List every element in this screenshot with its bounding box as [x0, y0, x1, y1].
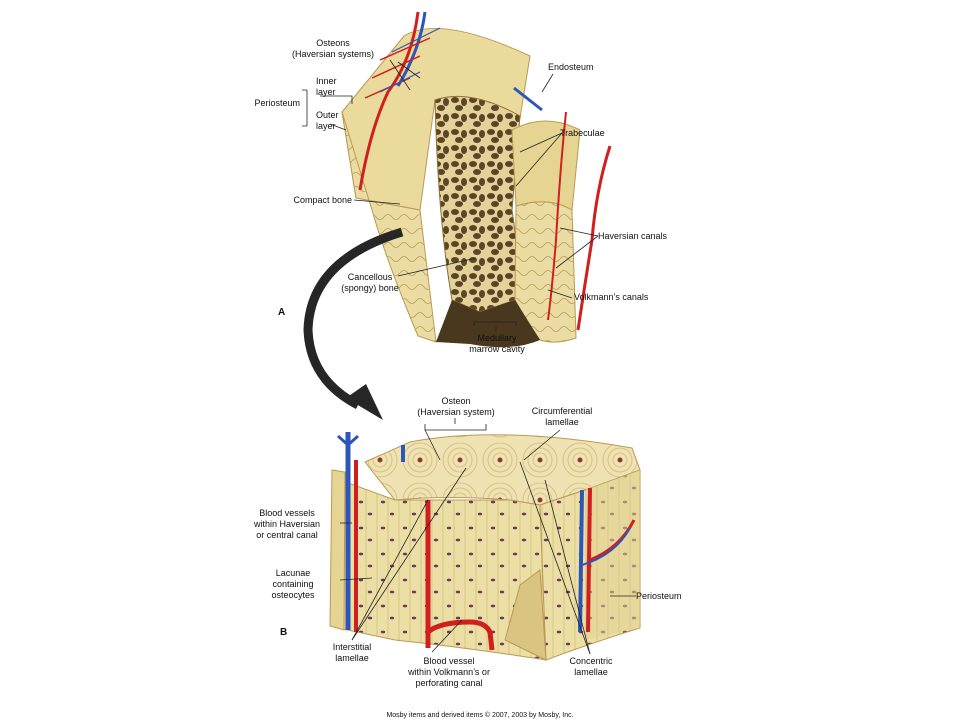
- label-inner-layer: Inner layer: [316, 76, 337, 97]
- figure-a-label: A: [278, 307, 286, 318]
- label-cancellous-bone: Cancellous (spongy) bone: [341, 272, 399, 293]
- figure-b-label: B: [280, 627, 288, 638]
- leader-lines: [302, 59, 636, 655]
- transition-arrow: [303, 227, 404, 420]
- figure-a-bone: [341, 11, 612, 348]
- label-concentric-lamellae: Concentric lamellae: [569, 656, 613, 677]
- label-lacunae: Lacunae containing osteocytes: [271, 568, 315, 600]
- label-compact-bone: Compact bone: [293, 195, 352, 205]
- label-outer-layer: Outer layer: [316, 110, 339, 131]
- label-volkmanns-canals: Volkmann’s canals: [574, 292, 649, 302]
- copyright-credit: Mosby items and derived items © 2007, 20…: [386, 712, 574, 719]
- label-circumferential-lamellae: Circumferential lamellae: [531, 406, 593, 427]
- label-haversian-canals: Haversian canals: [598, 231, 668, 241]
- figure-b-block: [329, 432, 641, 661]
- label-periosteum-b: Periosteum: [636, 591, 682, 601]
- label-osteons: Osteons (Haversian systems): [291, 38, 374, 59]
- label-periosteum-a: Periosteum: [254, 98, 300, 108]
- label-blood-vessels-haversian: Blood vessels within Haversian or centra…: [253, 508, 321, 540]
- label-osteon: Osteon (Haversian system): [417, 396, 495, 417]
- label-medullary-cavity: Medullary marrow cavity: [469, 333, 525, 354]
- label-trabeculae: Trabeculae: [560, 128, 605, 138]
- label-blood-vessel-volkmann: Blood vessel within Volkmann’s or perfor…: [408, 656, 490, 688]
- label-endosteum: Endosteum: [548, 62, 594, 72]
- label-interstitial-lamellae: Interstitial lamellae: [332, 642, 372, 663]
